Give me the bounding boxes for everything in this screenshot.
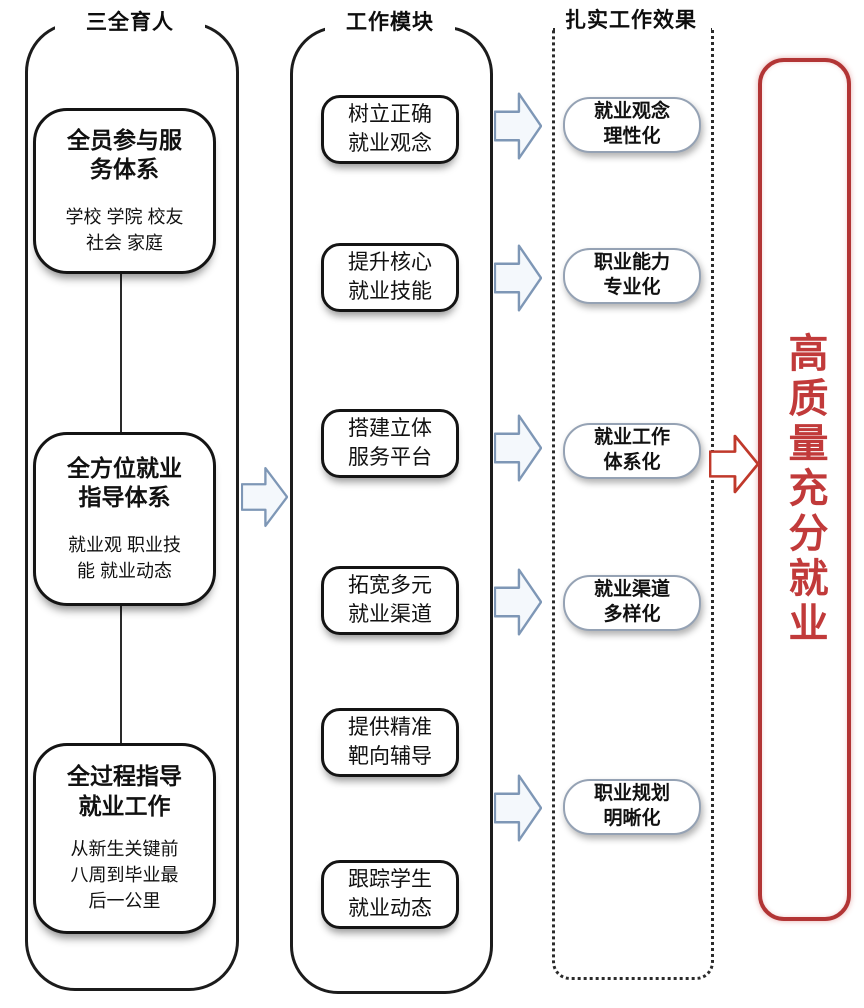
pillar-box: 全方位就业 指导体系 就业观 职业技 能 就业动态 — [33, 432, 216, 606]
outcome-pill: 就业观念 理性化 — [563, 97, 701, 153]
arrow-right-icon — [241, 466, 288, 528]
arrow-right-icon — [494, 92, 542, 160]
module-box: 树立正确 就业观念 — [321, 95, 459, 164]
pillar-title: 全员参与服 务体系 — [67, 126, 182, 183]
pillar-subtitle: 学校 学院 校友 社会 家庭 — [65, 206, 184, 253]
connector-line — [120, 598, 122, 745]
connector-line — [120, 268, 122, 434]
goal-box: 高质量充分就业 — [758, 58, 851, 921]
module-box: 提供精准 靶向辅导 — [321, 708, 459, 777]
column-header-outcomes: 扎实工作效果 — [556, 2, 706, 36]
arrow-right-icon — [494, 568, 542, 636]
arrow-right-icon — [494, 414, 542, 482]
pillar-subtitle: 就业观 职业技 能 就业动态 — [67, 534, 181, 581]
goal-label: 高质量充分就业 — [782, 332, 827, 647]
column-header-modules: 工作模块 — [325, 4, 455, 38]
pillar-subtitle: 从新生关键前 八周到毕业最 后一公里 — [70, 839, 179, 912]
arrow-right-icon — [494, 244, 542, 312]
pillar-title: 全过程指导 就业工作 — [67, 763, 182, 819]
outcome-pill: 就业工作 体系化 — [563, 423, 701, 479]
module-box: 提升核心 就业技能 — [321, 243, 459, 312]
module-box: 拓宽多元 就业渠道 — [321, 566, 459, 635]
arrow-right-icon — [494, 774, 542, 842]
outcomes-container — [552, 28, 714, 980]
pillar-box: 全员参与服 务体系 学校 学院 校友 社会 家庭 — [33, 108, 216, 274]
modules-container — [290, 26, 493, 994]
module-box: 搭建立体 服务平台 — [321, 409, 459, 478]
pillar-title: 全方位就业 指导体系 — [67, 454, 182, 511]
pillar-box: 全过程指导 就业工作 从新生关键前 八周到毕业最 后一公里 — [33, 743, 216, 934]
module-box: 跟踪学生 就业动态 — [321, 860, 459, 929]
outcome-pill: 职业能力 专业化 — [563, 248, 701, 304]
outcome-pill: 就业渠道 多样化 — [563, 575, 701, 631]
outcome-pill: 职业规划 明晰化 — [563, 779, 701, 835]
column-header-pillars: 三全育人 — [55, 4, 205, 38]
arrow-right-icon — [709, 434, 759, 494]
